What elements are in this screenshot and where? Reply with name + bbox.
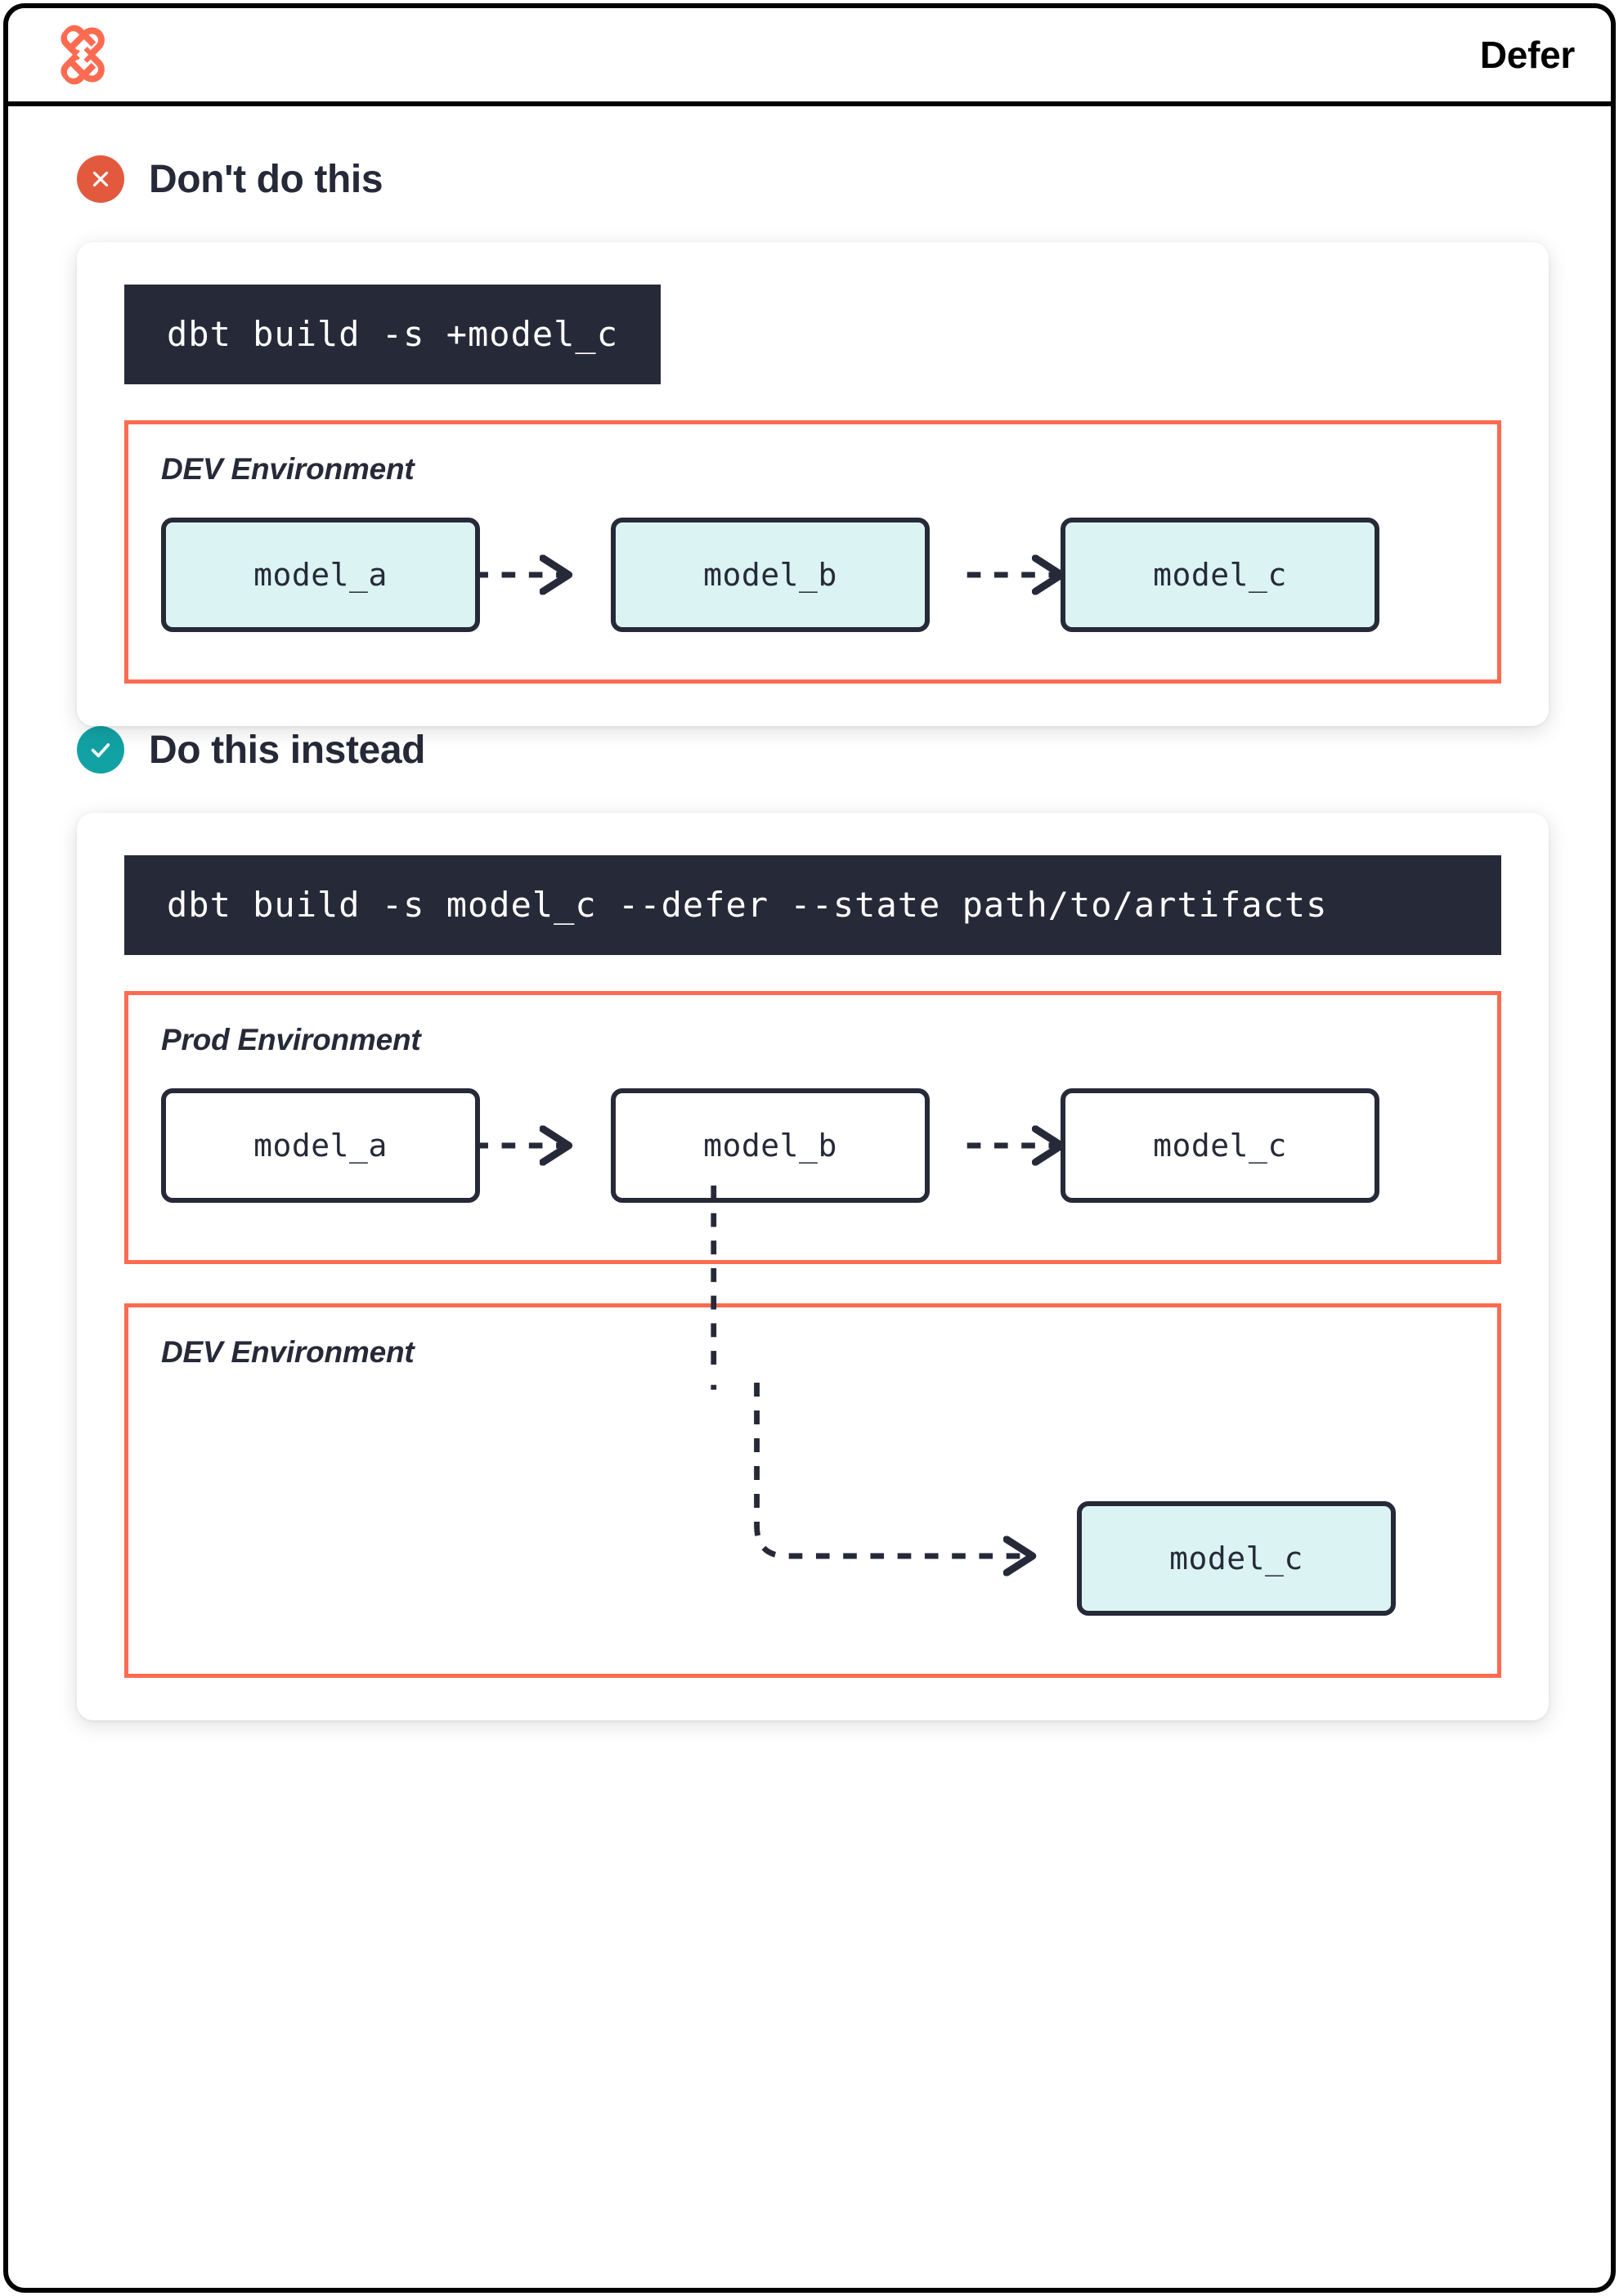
dag-dont: model_a model_b model_c — [161, 500, 1464, 647]
node-prod-model-c[interactable]: model_c — [1061, 1088, 1379, 1203]
card-dont: dbt build -s +model_c DEV Environment — [77, 242, 1549, 726]
card-do: dbt build -s model_c --defer --state pat… — [77, 813, 1549, 1720]
env-label-prod: Prod Environment — [161, 1023, 421, 1056]
code-block-do: dbt build -s model_c --defer --state pat… — [124, 855, 1501, 955]
node-prod-model-a[interactable]: model_a — [161, 1088, 480, 1203]
section-title-dont: Don't do this — [149, 157, 383, 201]
env-label-dev: DEV Environment — [161, 452, 415, 486]
x-circle-icon — [77, 155, 124, 203]
section-dont-do-this: Don't do this dbt build -s +model_c DEV … — [77, 155, 1549, 726]
page-title: Defer — [1479, 34, 1575, 76]
env-box-prod: Prod Environment model_a — [124, 991, 1501, 1264]
node-dev-model-c[interactable]: model_c — [1077, 1501, 1396, 1616]
node-model-b[interactable]: model_b — [611, 518, 930, 632]
node-model-c[interactable]: model_c — [1061, 518, 1379, 632]
section-do-this-instead: Do this instead dbt build -s model_c --d… — [77, 726, 1549, 1720]
env-label-dev-do: DEV Environment — [161, 1335, 415, 1369]
page-header: Defer — [8, 8, 1611, 106]
dag-dev-do: model_c — [161, 1383, 1464, 1628]
dbt-logo-icon — [47, 20, 118, 90]
app-window: Defer Don't do this dbt build -s +model_… — [3, 3, 1616, 2293]
node-model-a[interactable]: model_a — [161, 518, 480, 632]
node-prod-model-b[interactable]: model_b — [611, 1088, 930, 1203]
section-heading-dont: Don't do this — [77, 155, 1549, 203]
env-box-dev-dont: DEV Environment model_a — [124, 420, 1501, 684]
section-title-do: Do this instead — [149, 728, 426, 772]
check-circle-icon — [77, 726, 124, 774]
page-body: Don't do this dbt build -s +model_c DEV … — [8, 106, 1611, 1769]
code-block-dont: dbt build -s +model_c — [124, 285, 662, 384]
section-heading-do: Do this instead — [77, 726, 1549, 774]
dag-prod: model_a model_b model_c — [161, 1070, 1464, 1218]
env-box-dev-do: DEV Environment model_c — [124, 1303, 1501, 1678]
